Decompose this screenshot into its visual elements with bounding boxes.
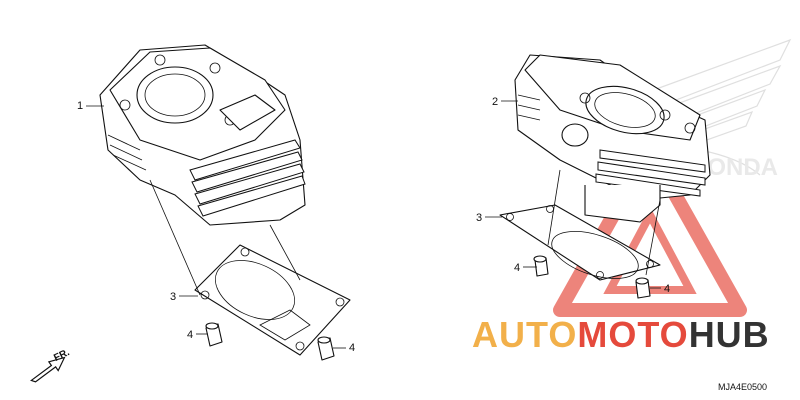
watermark-auto: AUTO [472,314,577,355]
callout-1: 1 [77,100,83,112]
watermark-text: AUTOMOTOHUB [472,314,770,355]
front-direction-label: FR. [52,347,71,364]
callout-4-left-b: 4 [349,342,355,354]
cylinder-base-gasket-left [194,244,351,356]
dowel-pin-left-a [205,322,223,347]
cylinder-right [514,54,711,223]
cylinder-left [99,44,306,226]
callout-4-right-a: 4 [514,262,520,274]
watermark-hub: HUB [689,314,770,355]
watermark-moto: MOTO [577,314,688,355]
diagram-code: MJA4E0500 [718,382,767,392]
callout-3-left: 3 [170,291,176,303]
dowel-pin-right-a [533,255,549,277]
callout-4-right-b: 4 [664,283,670,295]
dowel-pin-left-b [317,336,335,361]
dowel-pin-right-b [635,277,651,299]
cylinder-base-gasket-right [499,204,661,281]
front-direction-arrow-icon [30,356,66,383]
callout-2: 2 [492,96,498,108]
callout-3-right: 3 [476,212,482,224]
callout-4-left-a: 4 [187,329,193,341]
